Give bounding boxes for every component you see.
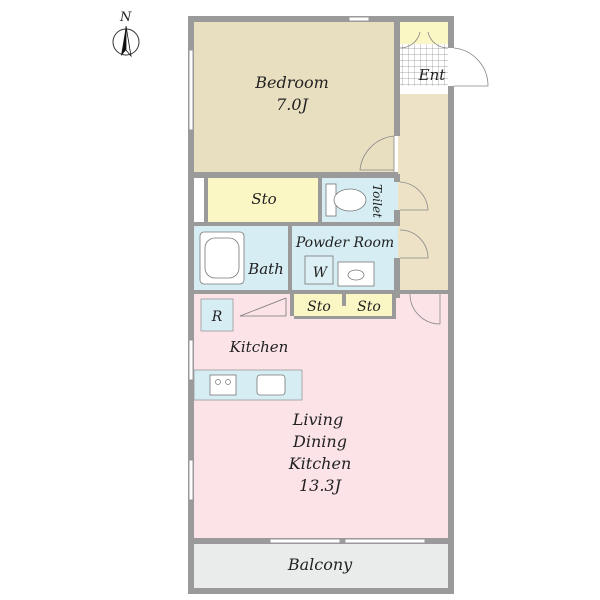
- sink-icon: [337, 261, 375, 287]
- compass-label: N: [119, 10, 132, 25]
- toilet-label: Toilet: [370, 184, 384, 218]
- north-arrow-icon: [112, 25, 140, 58]
- corridor-area: [398, 94, 448, 292]
- entrance-shoe-storage: [400, 22, 448, 48]
- bathtub-icon: [199, 231, 245, 285]
- ldk-area: [194, 294, 448, 538]
- ldk-label-line2: Dining: [292, 432, 347, 451]
- stair-line: [239, 297, 287, 317]
- kitchen-counter: [193, 369, 303, 401]
- ldk-label-line3: Kitchen: [288, 454, 352, 473]
- entrance-label: Ent: [418, 66, 447, 84]
- kitchen-sink-icon: [256, 374, 286, 396]
- doors: [359, 31, 489, 325]
- storage-main-area: [208, 178, 318, 222]
- storage-right-label: Sto: [357, 299, 381, 315]
- bath-label: Bath: [247, 260, 284, 278]
- kitchen-label: Kitchen: [229, 338, 289, 356]
- balcony-area: [194, 544, 448, 590]
- powder-room-label: Powder Room: [295, 235, 394, 251]
- balcony-label: Balcony: [287, 555, 353, 574]
- storage-main-label: Sto: [251, 190, 276, 208]
- washer-label: W: [313, 265, 329, 281]
- refrigerator-label: R: [211, 309, 223, 325]
- entrance-floor: [400, 44, 448, 86]
- stove-icon: [209, 374, 237, 396]
- ldk-label-line1: Living: [292, 410, 343, 429]
- refrigerator-icon: [200, 298, 234, 332]
- ldk-size: 13.3J: [299, 476, 343, 495]
- windows: [188, 16, 426, 544]
- storage-left-label: Sto: [307, 299, 331, 315]
- bedroom-label: Bedroom: [254, 73, 329, 92]
- toilet-icon: [325, 183, 367, 217]
- bedroom-area: [194, 22, 394, 174]
- washer-icon: [304, 255, 334, 285]
- bedroom-size: 7.0J: [276, 95, 309, 114]
